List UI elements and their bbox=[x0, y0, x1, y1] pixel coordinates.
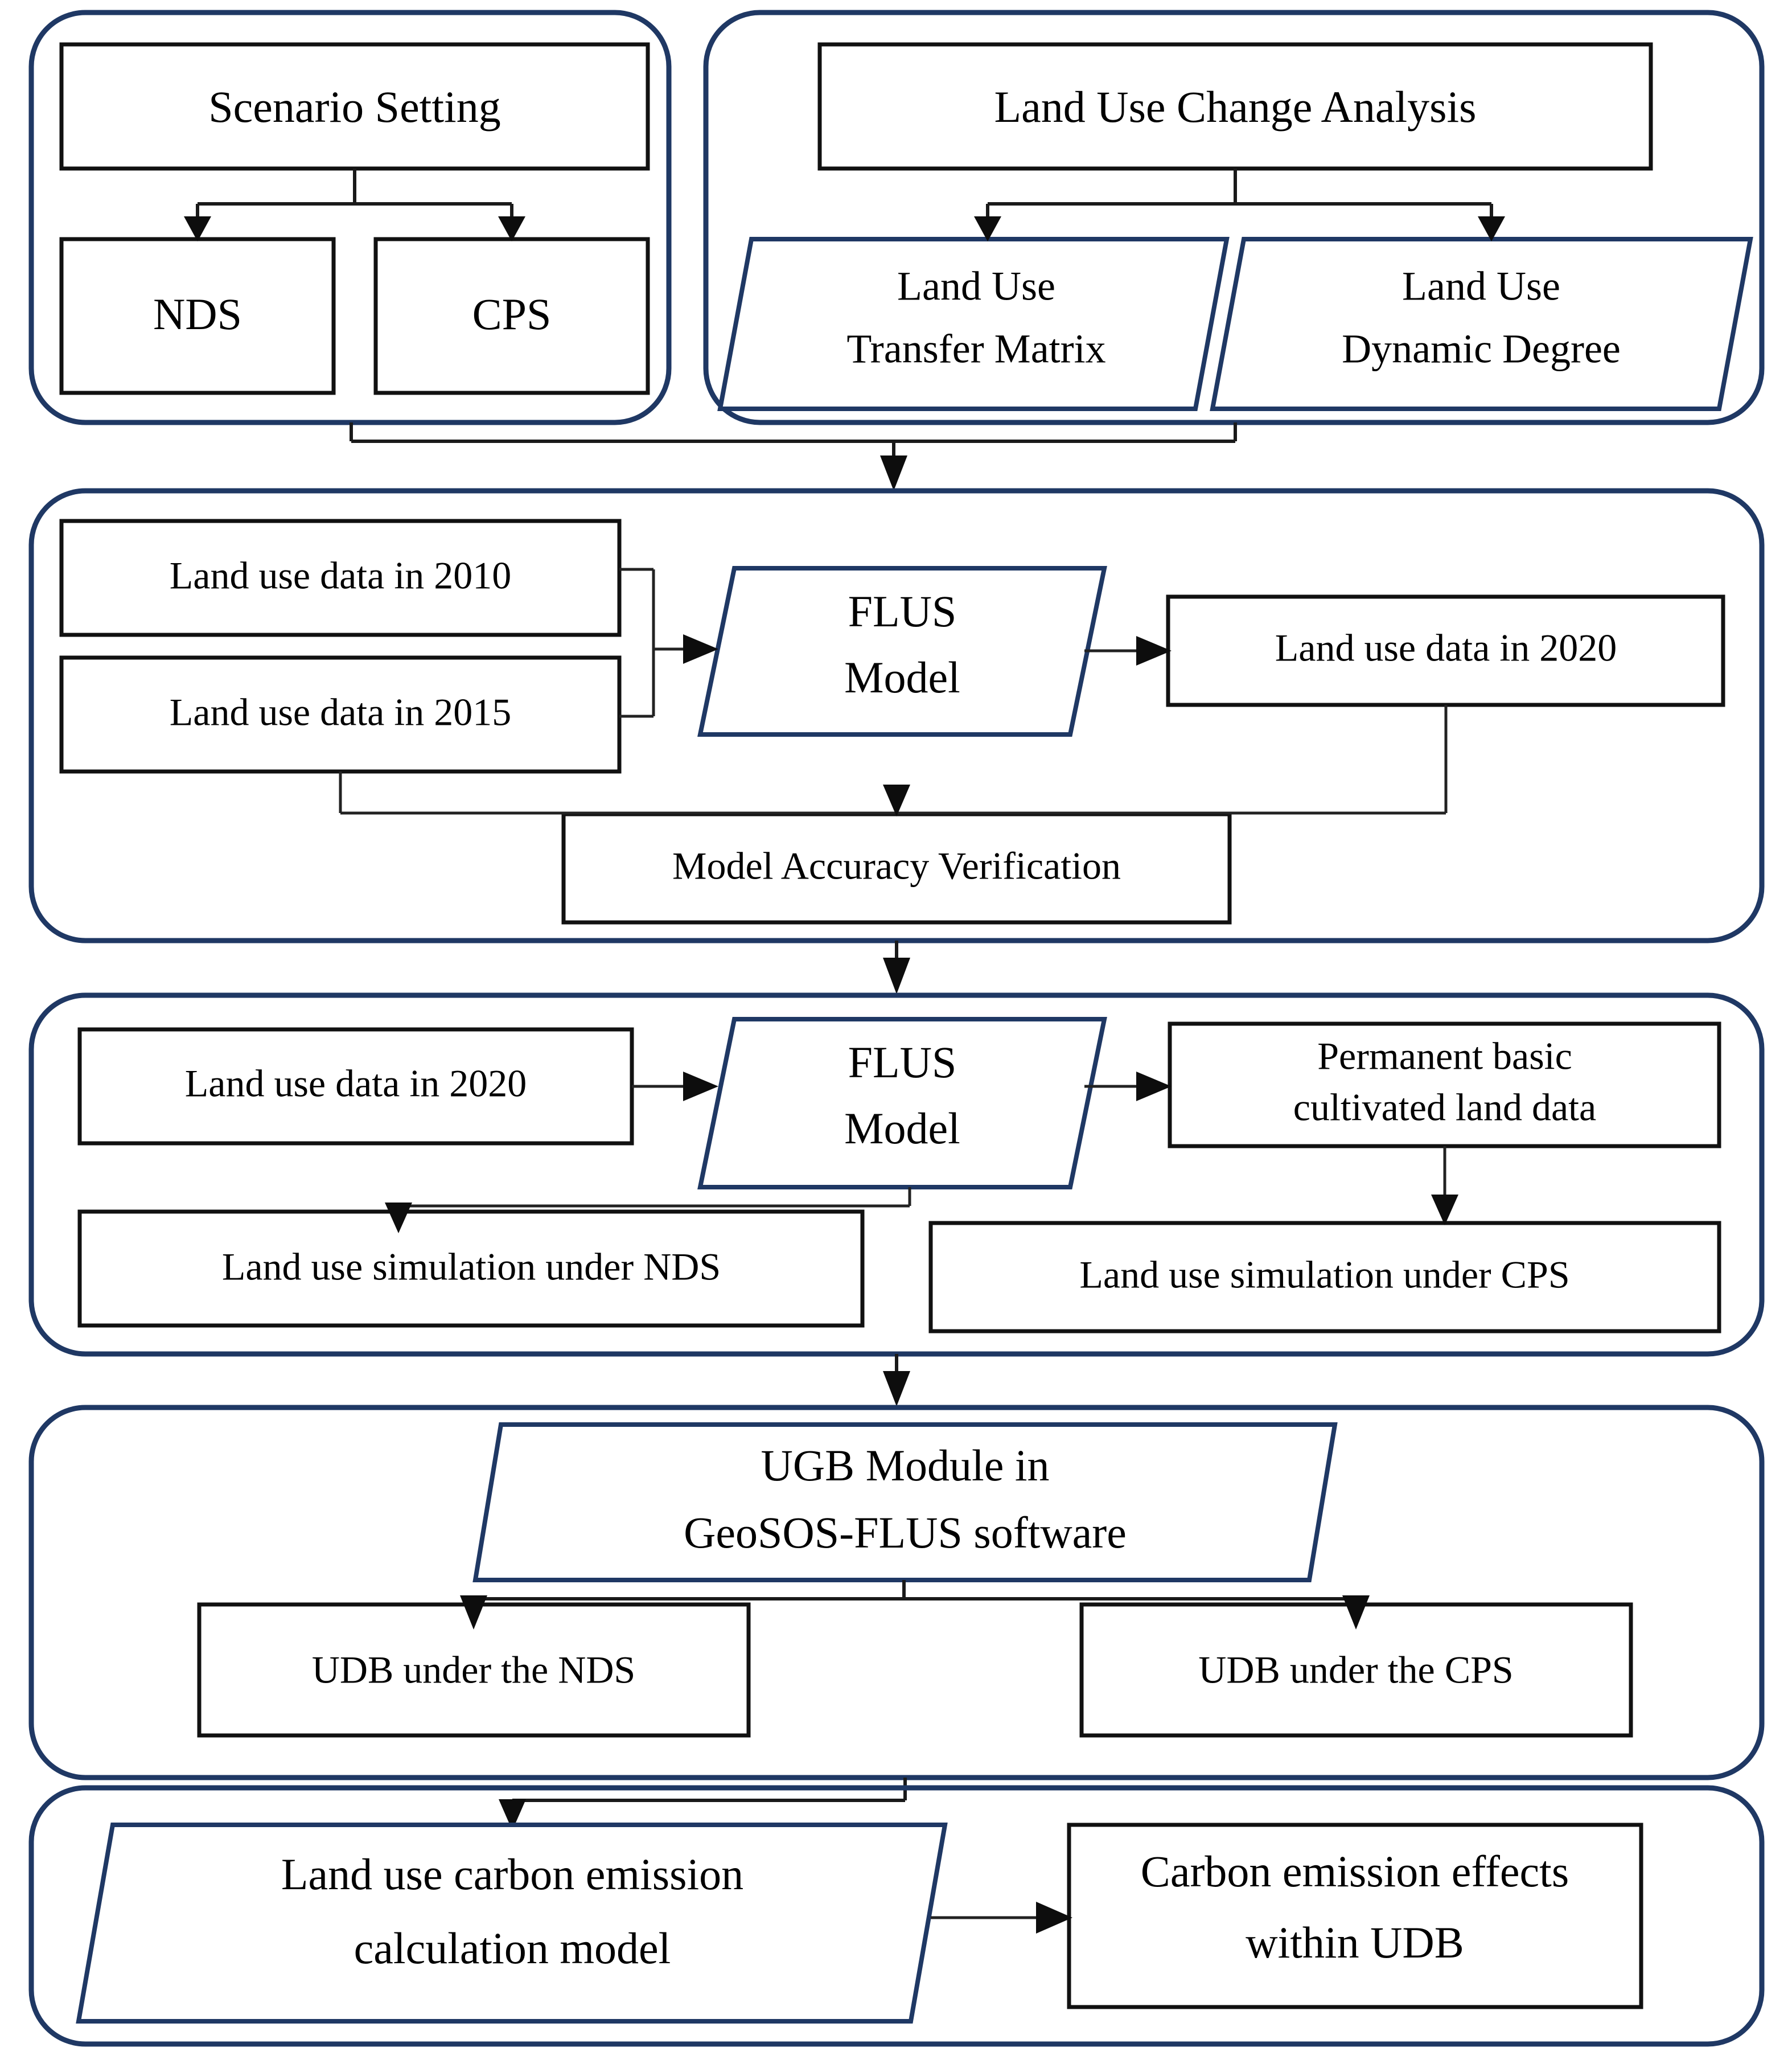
arrowhead-to-carbon-model bbox=[499, 1799, 526, 1831]
label-land-use-data-2020-calibration: Land use data in 2020 bbox=[1275, 626, 1617, 670]
box-permanent-basic-cultivated-land-data[interactable] bbox=[1168, 1021, 1721, 1148]
label-land-use-simulation-cps: Land use simulation under CPS bbox=[1079, 1253, 1569, 1296]
connector-flus-to-sim-nds bbox=[397, 1187, 911, 1208]
arrowhead-to-transfer-matrix bbox=[974, 216, 1001, 241]
label-transfer-matrix-line1: Land Use bbox=[897, 264, 1055, 309]
label-cultivated-line2: cultivated land data bbox=[1293, 1086, 1596, 1129]
connector-analysis-split bbox=[986, 169, 1493, 223]
label-land-use-simulation-nds: Land use simulation under NDS bbox=[222, 1245, 721, 1288]
box-land-use-simulation-cps[interactable] bbox=[928, 1221, 1721, 1333]
arrowhead-to-ugb-panel bbox=[883, 1371, 910, 1406]
shape-ugb-module[interactable] bbox=[472, 1422, 1338, 1582]
arrowhead-to-verification bbox=[883, 785, 910, 816]
arrowhead-to-nds bbox=[184, 216, 211, 241]
arrowhead-to-udb-nds bbox=[460, 1595, 487, 1630]
box-carbon-emission-effects-within-udb[interactable] bbox=[1067, 1823, 1643, 2009]
label-land-use-data-2020-simulation: Land use data in 2020 bbox=[185, 1062, 527, 1105]
label-carbon-model-line1: Land use carbon emission bbox=[281, 1849, 743, 1899]
label-udb-under-nds: UDB under the NDS bbox=[312, 1648, 636, 1692]
connector-ugb-to-carbon bbox=[511, 1778, 907, 1811]
arrowhead-to-dynamic-degree bbox=[1478, 216, 1505, 241]
box-nds[interactable] bbox=[59, 237, 336, 395]
connector-to-verification bbox=[339, 705, 1448, 815]
connector-2010-2015-to-flus bbox=[619, 568, 687, 718]
label-ugb-module-line1: UGB Module in bbox=[761, 1441, 1050, 1490]
shape-flus-model-calibration[interactable] bbox=[697, 566, 1107, 737]
arrowhead-to-sim-cps bbox=[1431, 1195, 1458, 1225]
shape-carbon-calculation-model[interactable] bbox=[76, 1823, 948, 2024]
label-cps: CPS bbox=[472, 289, 552, 339]
shape-land-use-dynamic-degree[interactable] bbox=[1210, 237, 1753, 411]
arrowhead-to-cultivated bbox=[1136, 1072, 1172, 1101]
arrowhead-to-2020-calibration bbox=[1136, 636, 1172, 666]
label-scenario-setting: Scenario Setting bbox=[208, 82, 500, 132]
label-flus-calibration-line2: Model bbox=[844, 652, 960, 702]
label-nds: NDS bbox=[153, 289, 242, 339]
label-land-use-change-analysis: Land Use Change Analysis bbox=[994, 82, 1476, 132]
connector-ugb-split bbox=[472, 1580, 1358, 1601]
label-cultivated-line1: Permanent basic bbox=[1317, 1035, 1572, 1078]
arrowhead-to-carbon-effects bbox=[1036, 1902, 1072, 1934]
label-dynamic-degree-line1: Land Use bbox=[1402, 264, 1560, 309]
panel-ugb bbox=[28, 1405, 1765, 1780]
connector-scenario-split bbox=[196, 169, 513, 223]
label-model-accuracy-verification: Model Accuracy Verification bbox=[672, 844, 1121, 888]
label-flus-simulation-line1: FLUS bbox=[848, 1037, 957, 1087]
arrowhead-to-flus-simulation bbox=[683, 1072, 718, 1101]
label-transfer-matrix-line2: Transfer Matrix bbox=[846, 326, 1105, 372]
shape-land-use-transfer-matrix[interactable] bbox=[717, 237, 1230, 411]
connector-merge-to-calibration bbox=[350, 422, 1237, 467]
label-land-use-data-2010: Land use data in 2010 bbox=[170, 554, 512, 597]
arrowhead-to-simulation-panel bbox=[883, 958, 910, 994]
label-udb-under-cps: UDB under the CPS bbox=[1198, 1648, 1513, 1692]
label-land-use-data-2015: Land use data in 2015 bbox=[170, 691, 512, 734]
label-flus-simulation-line2: Model bbox=[844, 1103, 960, 1153]
arrowhead-to-cps bbox=[498, 216, 525, 241]
label-carbon-effects-line2: within UDB bbox=[1246, 1918, 1464, 1967]
label-ugb-module-line2: GeoSOS-FLUS software bbox=[684, 1508, 1127, 1557]
arrowhead-to-calibration-panel bbox=[880, 455, 907, 491]
label-carbon-effects-line1: Carbon emission effects bbox=[1141, 1846, 1569, 1896]
arrowhead-to-sim-nds bbox=[385, 1203, 412, 1233]
label-carbon-model-line2: calculation model bbox=[354, 1923, 671, 1973]
arrowhead-to-flus-calibration bbox=[683, 634, 718, 664]
box-land-use-data-2015[interactable] bbox=[59, 655, 622, 774]
box-model-accuracy-verification[interactable] bbox=[561, 812, 1232, 925]
panel-carbon bbox=[28, 1785, 1765, 2047]
box-land-use-simulation-nds[interactable] bbox=[77, 1209, 865, 1328]
shape-flus-model-simulation[interactable] bbox=[697, 1017, 1107, 1189]
arrowhead-to-udb-cps bbox=[1342, 1595, 1370, 1630]
box-land-use-data-2020-simulation[interactable] bbox=[77, 1027, 634, 1146]
label-dynamic-degree-line2: Dynamic Degree bbox=[1342, 326, 1621, 372]
label-flus-calibration-line1: FLUS bbox=[848, 586, 957, 636]
box-land-use-data-2010[interactable] bbox=[59, 519, 622, 637]
